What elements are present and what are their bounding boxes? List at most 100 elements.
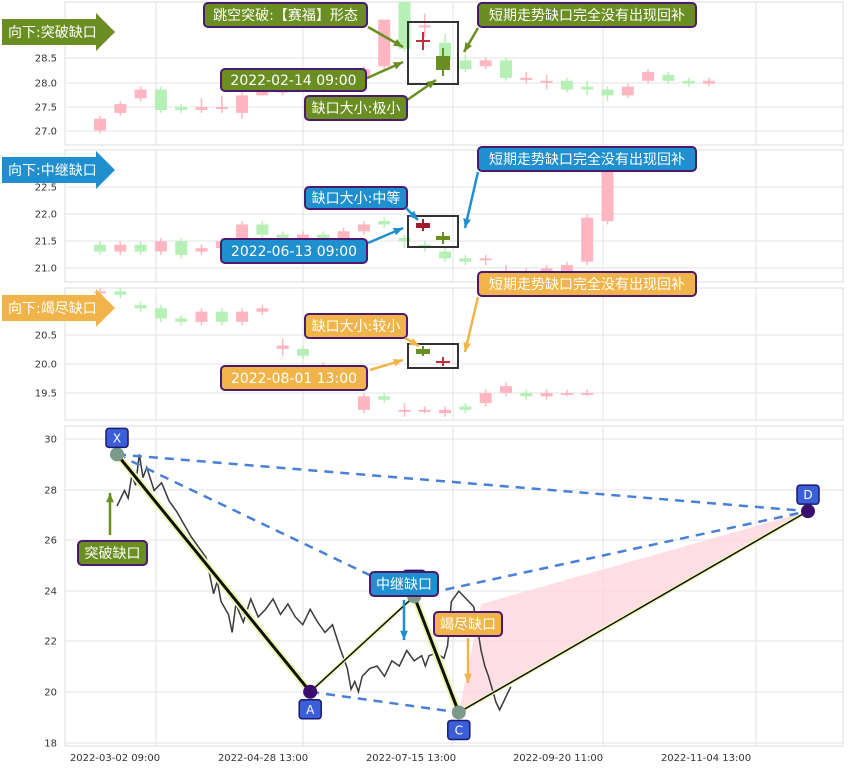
- panel-frame: [64, 1, 844, 146]
- ann-pattern-box: [203, 2, 368, 28]
- gap-candle-body: [436, 56, 450, 70]
- candle-body: [154, 308, 167, 319]
- vertex-label: X: [113, 431, 121, 445]
- ann-note-box: [477, 2, 697, 28]
- ann-size-box: [304, 186, 408, 210]
- pattern-vertex: [303, 684, 318, 699]
- y-tick-label: 27.5: [35, 103, 57, 114]
- candle-body: [195, 248, 208, 252]
- candle-body: [297, 234, 309, 238]
- panel-frame: [64, 287, 844, 421]
- y-tick-label: 30: [44, 435, 57, 446]
- pattern-leg: [115, 453, 312, 693]
- ann-time-box: [220, 238, 368, 264]
- gap-highlight-box: [407, 343, 459, 369]
- y-tick-label: 19.5: [35, 389, 57, 400]
- candle-body: [256, 308, 269, 312]
- x-tick-label: 2022-07-15 13:00: [366, 753, 456, 764]
- candle-body: [560, 392, 573, 395]
- ann-arrow-head: [426, 80, 436, 89]
- candle-body: [297, 348, 309, 356]
- y-tick-label: 28.5: [35, 54, 57, 65]
- candle-body: [540, 80, 553, 83]
- pattern-leg: [458, 510, 809, 714]
- candle-body: [439, 409, 452, 414]
- candle-body: [540, 392, 553, 397]
- ann-size: 缺口大小:极小: [312, 101, 401, 117]
- candle-body: [560, 265, 573, 276]
- vertex-label-box: [447, 719, 471, 741]
- candle-body: [479, 60, 492, 67]
- gap-candle-body: [416, 40, 430, 42]
- candle-body: [378, 221, 391, 225]
- ann-note: 短期走势缺口完全没有出现回补: [489, 7, 685, 24]
- ann-note-box: [477, 271, 697, 297]
- ann-size: 缺口大小:中等: [312, 190, 401, 207]
- x-tick-label: 2022-11-04 13:00: [661, 753, 751, 764]
- gap-label-exhaustion-box: [433, 611, 503, 637]
- ann-note: 短期走势缺口完全没有出现回补: [489, 151, 685, 168]
- gap-candle-body: [416, 223, 430, 228]
- ann-time-box: [220, 68, 367, 92]
- x-tick-label: 2022-04-28 13:00: [218, 753, 308, 764]
- gap-arrow-head: [106, 493, 114, 503]
- candle-body: [337, 231, 350, 238]
- candle-body: [195, 311, 208, 322]
- pattern-dashed-bd: [413, 509, 809, 598]
- candle-body: [662, 74, 675, 81]
- ann-time: 2022-08-01 13:00: [231, 371, 357, 387]
- candle-body: [276, 234, 289, 238]
- y-tick-label: 22.5: [35, 183, 57, 194]
- y-tick-label: 28: [44, 486, 57, 497]
- vertex-label-box: [105, 427, 129, 449]
- candle-body: [357, 224, 370, 232]
- pattern-vertex: [110, 447, 125, 462]
- candle-body: [256, 89, 269, 96]
- y-tick-label: 21.0: [35, 264, 57, 275]
- candle-body: [581, 86, 594, 90]
- candle-body: [682, 80, 695, 84]
- candle-body: [134, 89, 147, 99]
- candle-body: [215, 311, 228, 322]
- ann-note-box: [477, 146, 697, 172]
- ann-arrow-head: [393, 39, 403, 47]
- gap-arrow-head: [400, 630, 408, 640]
- candle-body: [236, 224, 249, 242]
- panel-frame: [64, 149, 844, 283]
- gap-label-exhaustion: 竭尽缺口: [440, 617, 496, 633]
- candle-body: [378, 19, 391, 67]
- y-tick-label: 20.5: [35, 331, 57, 342]
- y-tick-label: 21.5: [35, 237, 57, 248]
- ann-arrow-head: [393, 358, 403, 367]
- y-tick-label: 27.0: [35, 127, 57, 138]
- pattern-vertex: [801, 504, 815, 519]
- vertex-label-box: [298, 699, 322, 720]
- gap-candle-body: [436, 236, 450, 240]
- ann-arrow-head: [393, 62, 403, 70]
- ann-size-box: [304, 95, 408, 121]
- pattern-leg: [309, 595, 415, 693]
- panel-tag-label: 向下:突破缺口: [8, 25, 97, 41]
- candle-body: [175, 107, 188, 110]
- candle-body: [398, 409, 411, 412]
- vertex-label: D: [803, 488, 812, 502]
- candle-body: [459, 406, 472, 410]
- gap-label-runaway: 中继缺口: [376, 577, 432, 593]
- y-tick-label: 26: [44, 536, 57, 547]
- ann-arrow-head: [408, 210, 418, 220]
- pattern-dashed-xb: [116, 453, 415, 598]
- candle-body: [215, 107, 228, 110]
- candle-body: [398, 238, 411, 242]
- candle-body: [479, 392, 492, 404]
- x-tick-label: 2022-09-20 11:00: [513, 753, 603, 764]
- gap-label-breakaway-box: [77, 540, 148, 566]
- candle-body: [114, 291, 127, 295]
- candle-body: [236, 95, 249, 113]
- candle-body: [418, 25, 431, 28]
- gap-label-breakaway: 突破缺口: [85, 546, 141, 562]
- candle-body: [560, 80, 573, 90]
- candle-body: [601, 89, 614, 96]
- y-tick-label: 22: [44, 637, 57, 648]
- candle-body: [500, 386, 512, 393]
